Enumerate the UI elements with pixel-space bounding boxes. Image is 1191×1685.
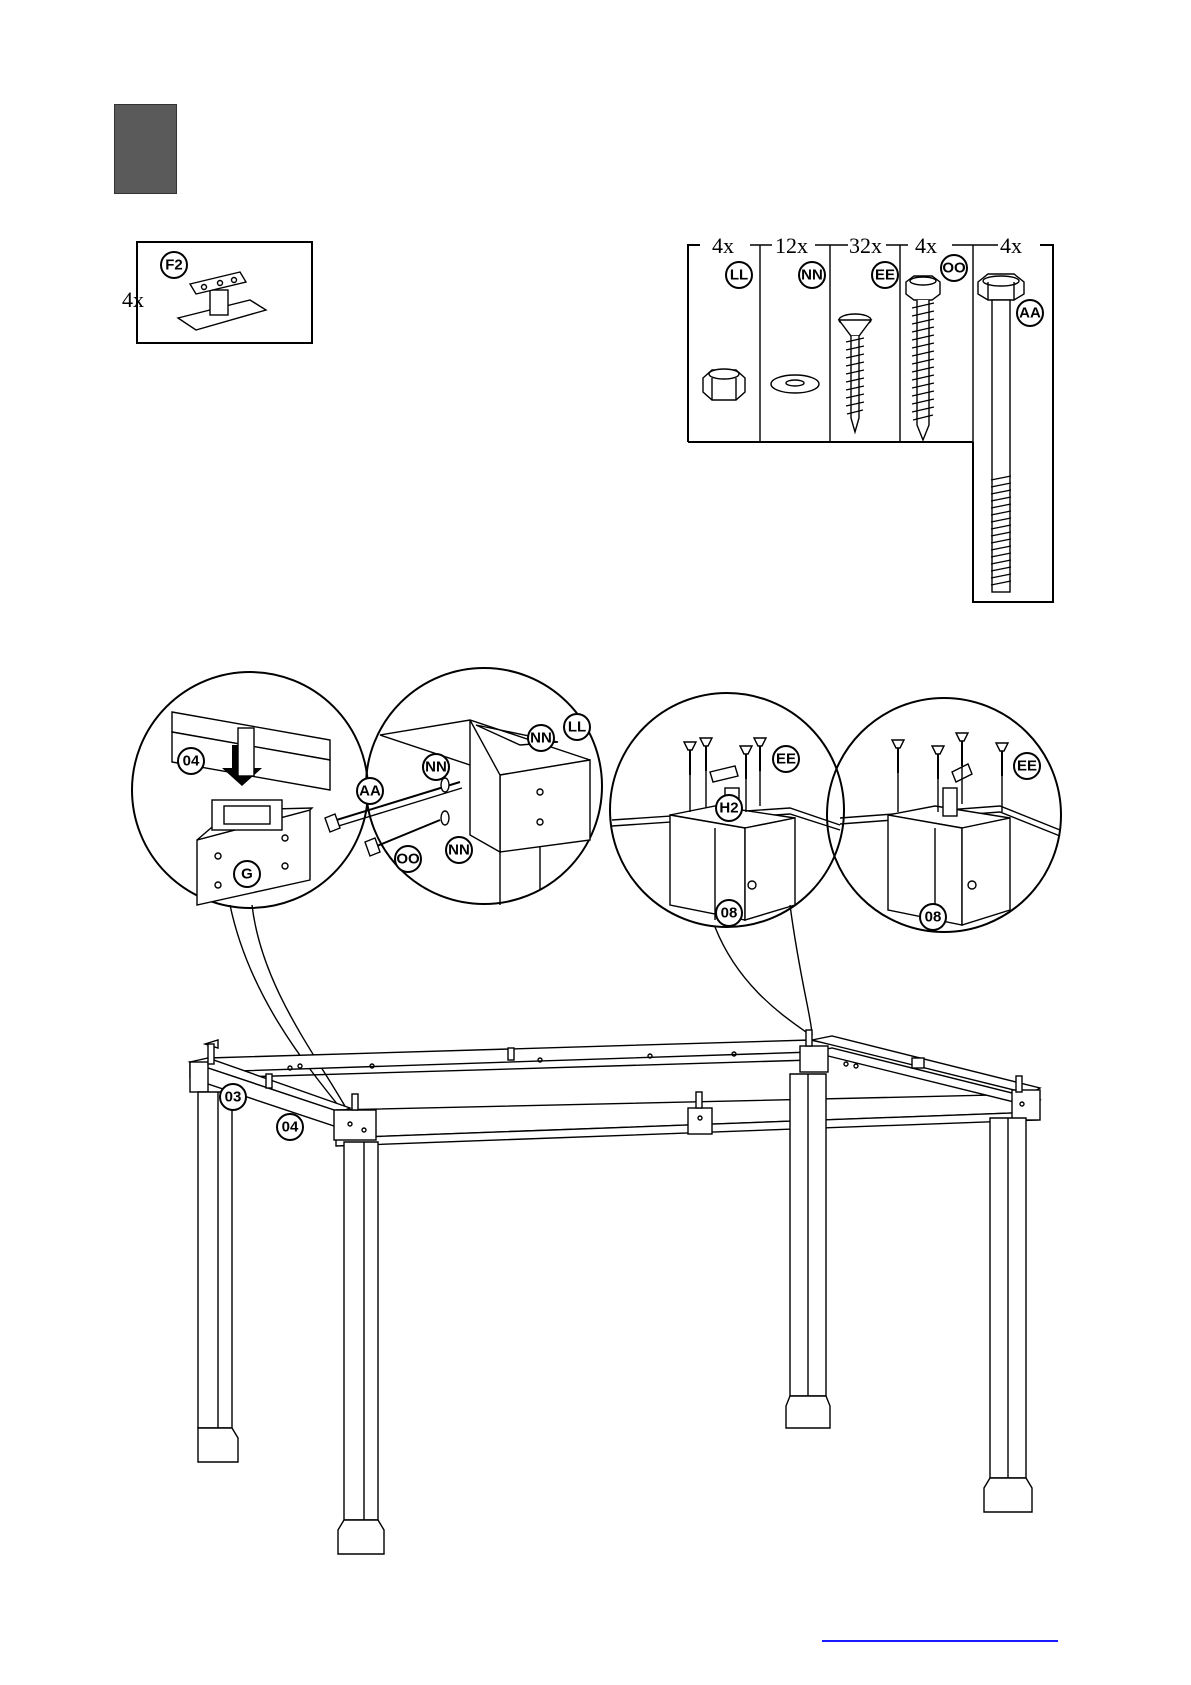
detail-post-label: G	[241, 866, 253, 883]
lock-nut-icon	[703, 369, 745, 400]
oo-label: OO	[942, 260, 966, 277]
detail-bolt-assembly: AA NN NN OO NN LL	[325, 668, 602, 905]
footer-link-underline[interactable]	[822, 1640, 1058, 1642]
washer-icon	[771, 375, 819, 393]
detail-lag-label: OO	[396, 851, 420, 868]
nn-label: NN	[801, 267, 823, 284]
detail-beam-placement: 04 G	[132, 672, 368, 908]
aa-label: AA	[1019, 305, 1041, 322]
detail-screws-b-label: EE	[1017, 758, 1037, 775]
detail-post-b-label: 08	[925, 909, 942, 926]
detail-bracket-screws: EE H2 08	[610, 693, 844, 927]
ll-quantity: 4x	[712, 233, 734, 258]
f2-parts-box: 4x F2	[122, 242, 312, 343]
lag-screw-icon	[906, 276, 940, 440]
detail-washer-bottom-label: NN	[448, 842, 470, 859]
detail-nut-label: LL	[568, 719, 586, 736]
long-bolt-icon	[978, 274, 1024, 592]
f2-label: F2	[165, 257, 183, 274]
aa-quantity: 4x	[1000, 233, 1022, 258]
f2-quantity: 4x	[122, 287, 144, 312]
detail-post-a-label: 08	[721, 905, 738, 922]
ll-label: LL	[730, 267, 748, 284]
frame-beam-side-label: 03	[225, 1089, 242, 1106]
nn-quantity: 12x	[775, 233, 808, 258]
detail-screws-a-label: EE	[776, 751, 796, 768]
detail-bracket-installed: EE 08	[827, 698, 1061, 932]
oo-quantity: 4x	[915, 233, 937, 258]
ee-quantity: 32x	[849, 233, 882, 258]
frame-beam-front-label: 04	[282, 1119, 299, 1136]
detail-washer-top-label: NN	[425, 759, 447, 776]
hardware-box: 4x LL 12x NN 32x EE 4x OO	[688, 233, 1053, 602]
wood-screw-icon	[839, 314, 871, 432]
post-anchor-bracket-icon	[178, 272, 266, 330]
detail-bolt-label: AA	[359, 783, 381, 800]
detail-beam-label: 04	[183, 753, 200, 770]
detail-bracket-label: H2	[719, 800, 738, 817]
ee-label: EE	[875, 267, 895, 284]
frame-assembly: 03 04	[190, 1030, 1040, 1554]
detail-washer-right-label: NN	[530, 730, 552, 747]
